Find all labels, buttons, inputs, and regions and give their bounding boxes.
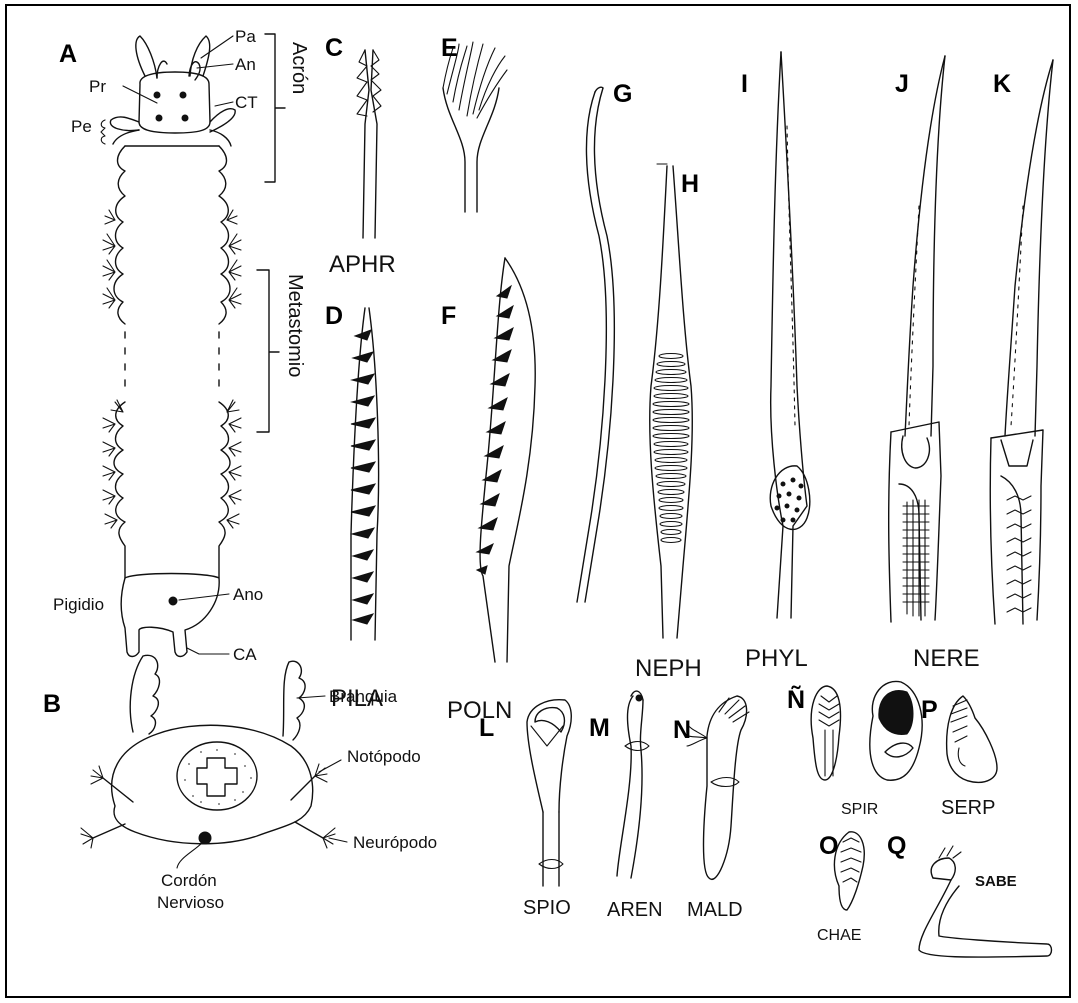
label-sabe: SABE bbox=[975, 873, 1017, 890]
label-mald: MALD bbox=[687, 899, 743, 921]
chaeta-nere-j bbox=[889, 56, 945, 622]
panel-letter-p: P bbox=[921, 696, 938, 724]
panel-letter-a: A bbox=[59, 40, 77, 68]
label-spio: SPIO bbox=[523, 897, 571, 919]
panel-letter-n: N bbox=[673, 716, 691, 744]
chaeta-capillary bbox=[577, 87, 614, 602]
label-nere: NERE bbox=[913, 645, 980, 672]
label-metastomio: Metastomio bbox=[284, 274, 306, 377]
panel-letter-j: J bbox=[895, 70, 909, 98]
chaeta-spir bbox=[811, 681, 922, 780]
panel-letter-h: H bbox=[681, 170, 699, 198]
label-notopodo: Notópodo bbox=[347, 747, 421, 766]
chaeta-sabe bbox=[919, 846, 1052, 957]
label-phyl: PHYL bbox=[745, 645, 808, 672]
chaeta-aren bbox=[617, 691, 649, 878]
label-nervioso: Nervioso bbox=[157, 893, 224, 912]
label-serp: SERP bbox=[941, 797, 995, 819]
panel-letter-k: K bbox=[993, 70, 1011, 98]
label-acron: Acrón bbox=[288, 42, 310, 94]
panel-letter-ntilde: Ñ bbox=[787, 684, 805, 714]
panel-letter-c: C bbox=[325, 34, 343, 62]
panel-letter-o: O bbox=[819, 832, 838, 860]
label-poln: POLN bbox=[447, 697, 512, 724]
label-aphr: APHR bbox=[329, 251, 396, 278]
label-spir: SPIR bbox=[841, 801, 878, 818]
chaeta-poln bbox=[477, 258, 535, 662]
label-pa: Pa bbox=[235, 27, 256, 46]
label-an: An bbox=[235, 55, 256, 74]
chaeta-neph bbox=[650, 164, 693, 638]
chaeta-chae bbox=[834, 832, 864, 910]
panel-letters: A B C D E F G H I J K L M N Ñ O P Q bbox=[43, 34, 1011, 860]
label-aren: AREN bbox=[607, 899, 663, 921]
chaeta-aphr bbox=[357, 50, 381, 238]
panel-a-labels: Pa An Pr CT Pe Acrón Metastomio Pigidio … bbox=[53, 27, 310, 664]
chaeta-serp bbox=[947, 696, 997, 782]
panel-b-labels: Branquia Notópodo Neurópodo Cordón Nervi… bbox=[157, 687, 437, 912]
panel-letter-d: D bbox=[325, 302, 343, 330]
panel-letter-f: F bbox=[441, 302, 456, 330]
panel-letter-g: G bbox=[613, 80, 632, 108]
chaeta-fan bbox=[443, 42, 507, 212]
panel-letter-i: I bbox=[741, 70, 748, 98]
panel-a-worm bbox=[101, 34, 285, 657]
panel-letter-q: Q bbox=[887, 832, 906, 860]
label-pigidio: Pigidio bbox=[53, 595, 104, 614]
label-chae: CHAE bbox=[817, 927, 861, 944]
label-neph: NEPH bbox=[635, 655, 702, 682]
chaeta-pila bbox=[351, 308, 379, 640]
panel-letter-m: M bbox=[589, 714, 610, 742]
label-pr: Pr bbox=[89, 77, 106, 96]
label-neuropodo: Neurópodo bbox=[353, 833, 437, 852]
chaeta-mald bbox=[685, 696, 749, 879]
panel-letter-e: E bbox=[441, 34, 458, 62]
label-cordon: Cordón bbox=[161, 871, 217, 890]
label-ct: CT bbox=[235, 93, 258, 112]
label-pila: PILA bbox=[331, 685, 383, 712]
label-ca: CA bbox=[233, 645, 257, 664]
polychaete-figure: A B C D E F G H I J K L M N Ñ O P Q Pa A… bbox=[7, 6, 1073, 1000]
panel-b-section bbox=[81, 655, 347, 868]
label-ano: Ano bbox=[233, 585, 263, 604]
label-pe: Pe bbox=[71, 117, 92, 136]
chaeta-phyl bbox=[770, 52, 810, 618]
chaeta-spio bbox=[527, 700, 571, 886]
chaeta-nere-k bbox=[990, 60, 1053, 624]
figure-frame: A B C D E F G H I J K L M N Ñ O P Q Pa A… bbox=[5, 4, 1071, 998]
panel-letter-b: B bbox=[43, 690, 61, 718]
